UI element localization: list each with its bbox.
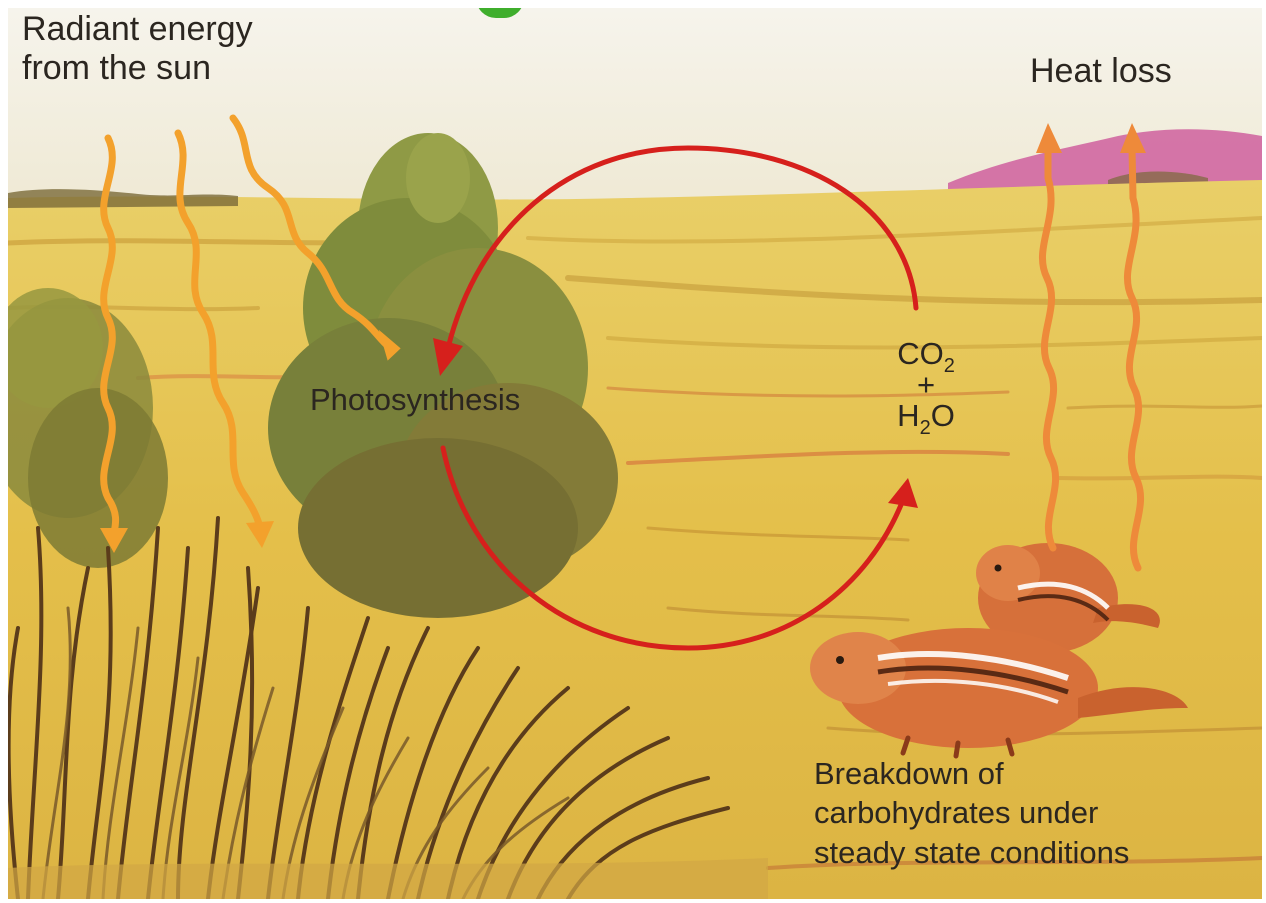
- breakdown-label: Breakdown of carbohydrates under steady …: [814, 754, 1129, 872]
- reactants-label: CO2 + H2O: [876, 336, 976, 434]
- radiant-energy-label: Radiant energy from the sun: [22, 10, 253, 88]
- heat-loss-label: Heat loss: [1030, 52, 1172, 91]
- h2o-label: H2O: [876, 398, 976, 434]
- diagram-frame: Radiant energy from the sun Heat loss Ph…: [8, 8, 1262, 899]
- photosynthesis-label: Photosynthesis: [310, 382, 520, 418]
- plus-sign: +: [876, 372, 976, 398]
